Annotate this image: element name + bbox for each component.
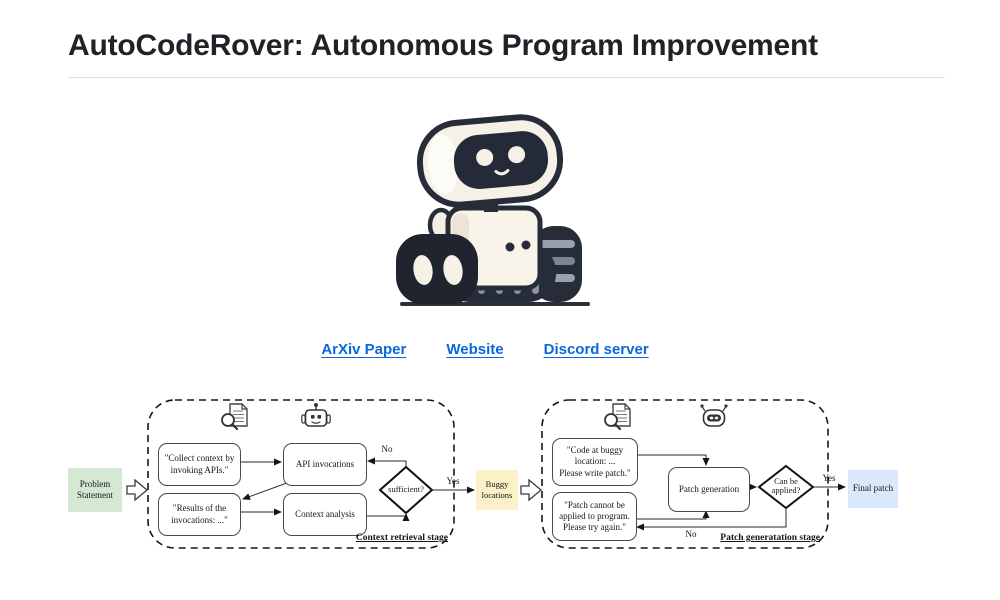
eye-left bbox=[476, 148, 494, 166]
robot-visor-icon bbox=[700, 404, 728, 427]
final-patch-node: Final patch bbox=[848, 470, 898, 508]
buggy-locations-node: Buggy locations bbox=[476, 470, 518, 510]
robot-icon bbox=[301, 403, 331, 427]
no-label: No bbox=[685, 529, 697, 539]
flowchart-wires bbox=[126, 399, 846, 549]
context-retrieval-stage-label: Context retrieval stage bbox=[355, 533, 448, 543]
stage1-arrows bbox=[237, 457, 475, 521]
arxiv-paper-link[interactable]: ArXiv Paper bbox=[321, 341, 407, 358]
context-retrieval-stage-container bbox=[147, 399, 455, 549]
workflow-diagram: Problem Statement Buggy locations Final … bbox=[0, 390, 1000, 590]
discord-server-link[interactable]: Discord server bbox=[543, 341, 649, 358]
links-row: ArXiv Paper Website Discord server bbox=[0, 341, 970, 358]
collect-context-node: "Collect context by invoking APIs." bbox=[158, 443, 241, 486]
front-wheel-pod bbox=[396, 234, 478, 304]
yes-label: Yes bbox=[446, 476, 460, 486]
context-analysis-node: Context analysis bbox=[283, 493, 367, 536]
api-invocations-node: API invocations bbox=[283, 443, 367, 486]
robot-mascot-svg bbox=[396, 114, 590, 306]
document-search-icon bbox=[604, 403, 631, 431]
yes-label: Yes bbox=[822, 473, 836, 483]
sufficient-decision-label: sufficient? bbox=[388, 484, 424, 494]
eye-right bbox=[508, 146, 526, 164]
no-label: No bbox=[381, 444, 393, 454]
hollow-arrow-icon bbox=[126, 478, 149, 502]
can-be-applied-decision-label: Can be applied? bbox=[771, 476, 801, 496]
robot-head bbox=[416, 114, 564, 208]
patch-generation-node: Patch generation bbox=[668, 467, 750, 512]
results-node: "Results of the invocations: ..." bbox=[158, 493, 241, 536]
patch-generation-stage-label: Patch generatation stage bbox=[720, 533, 820, 543]
page-title: AutoCodeRover: Autonomous Program Improv… bbox=[68, 28, 945, 78]
hollow-arrow-icon bbox=[520, 478, 543, 502]
can-be-applied-decision-diamond bbox=[757, 464, 815, 510]
problem-statement-node: Problem Statement bbox=[68, 468, 122, 512]
website-link[interactable]: Website bbox=[446, 341, 504, 358]
smile bbox=[494, 168, 510, 176]
sufficient-decision-diamond bbox=[378, 465, 434, 515]
document-search-icon bbox=[221, 403, 248, 431]
stage2-arrows bbox=[633, 454, 846, 531]
robot-mascot-image bbox=[390, 106, 610, 318]
patch-cannot-node: "Patch cannot be applied to program. Ple… bbox=[552, 492, 637, 541]
code-at-buggy-node: "Code at buggy location: ... Please writ… bbox=[552, 438, 638, 486]
